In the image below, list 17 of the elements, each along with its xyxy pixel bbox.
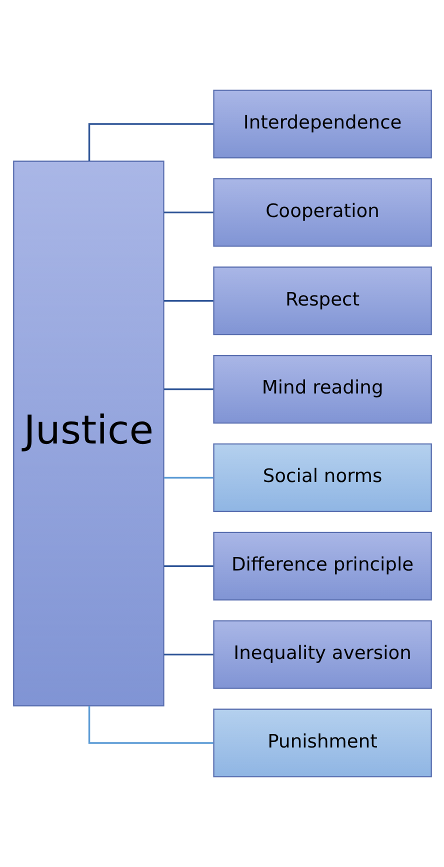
node-box: Cooperation [212,178,432,247]
connector [163,565,213,568]
node-box: Punishment [212,708,432,778]
node-box: Social norms [212,443,432,512]
node-box: Difference principle [212,532,432,600]
node-box: Interdependence [212,90,432,158]
node-box: Justice [12,160,164,706]
node-box: Respect [212,266,432,336]
connector [163,654,213,656]
connector [88,706,213,744]
connector [163,388,213,390]
connector [163,300,213,302]
connector [163,212,213,214]
connector [88,123,213,162]
connector [163,476,213,479]
node-box: Inequality aversion [212,620,432,689]
node-box: Mind reading [212,354,432,424]
